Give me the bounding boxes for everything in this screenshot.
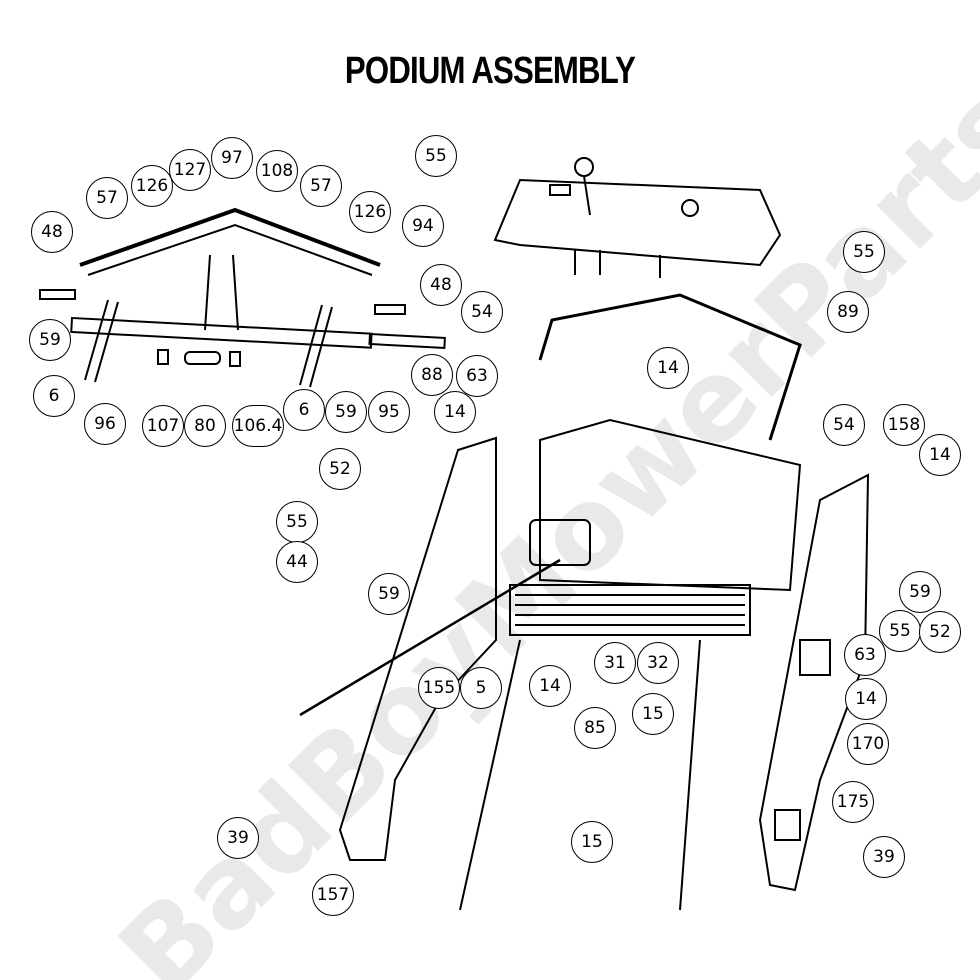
left-side-panel <box>338 436 497 861</box>
callout-88: 88 <box>411 354 453 396</box>
callout-55: 55 <box>276 501 318 543</box>
callout-63: 63 <box>844 634 886 676</box>
callout-31: 31 <box>594 642 636 684</box>
callout-158: 158 <box>883 404 925 446</box>
callout-39: 39 <box>863 836 905 878</box>
callout-57: 57 <box>86 177 128 219</box>
callout-107: 107 <box>142 405 184 447</box>
callout-14: 14 <box>919 434 961 476</box>
callout-14: 14 <box>434 391 476 433</box>
callout-127: 127 <box>169 149 211 191</box>
callout-126: 126 <box>131 165 173 207</box>
callout-94: 94 <box>402 205 444 247</box>
callout-155: 155 <box>418 667 460 709</box>
callout-6: 6 <box>283 389 325 431</box>
callout-108: 108 <box>256 150 298 192</box>
console-plate <box>493 157 782 278</box>
callout-59: 59 <box>899 571 941 613</box>
page-title: PODIUM ASSEMBLY <box>344 50 636 92</box>
callout-89: 89 <box>827 291 869 333</box>
callout-55: 55 <box>879 610 921 652</box>
callout-170: 170 <box>847 723 889 765</box>
podium-frame <box>299 418 802 717</box>
callout-106-4: 106.4 <box>232 405 284 447</box>
callout-52: 52 <box>919 611 961 653</box>
callout-157: 157 <box>312 874 354 916</box>
bail-handle <box>538 293 802 441</box>
callout-14: 14 <box>529 665 571 707</box>
decal-170 <box>799 639 831 676</box>
callout-59: 59 <box>29 319 71 361</box>
decal-175 <box>774 809 801 841</box>
callout-96: 96 <box>84 403 126 445</box>
callout-39: 39 <box>217 817 259 859</box>
callout-55: 55 <box>843 231 885 273</box>
callout-59: 59 <box>325 391 367 433</box>
callout-15: 15 <box>632 693 674 735</box>
callout-14: 14 <box>647 347 689 389</box>
callout-48: 48 <box>31 211 73 253</box>
callout-44: 44 <box>276 541 318 583</box>
callout-175: 175 <box>832 781 874 823</box>
callout-85: 85 <box>574 707 616 749</box>
callout-5: 5 <box>460 667 502 709</box>
callout-80: 80 <box>184 405 226 447</box>
control-bar-assembly <box>39 207 446 388</box>
callout-59: 59 <box>368 573 410 615</box>
callout-6: 6 <box>33 375 75 417</box>
callout-54: 54 <box>461 291 503 333</box>
callout-55: 55 <box>415 135 457 177</box>
callout-14: 14 <box>845 678 887 720</box>
callout-15: 15 <box>571 821 613 863</box>
right-side-panel <box>758 473 870 892</box>
podium-legs <box>459 639 701 911</box>
callout-48: 48 <box>420 264 462 306</box>
callout-32: 32 <box>637 642 679 684</box>
callout-95: 95 <box>368 391 410 433</box>
callout-126: 126 <box>349 191 391 233</box>
callout-57: 57 <box>300 165 342 207</box>
callout-52: 52 <box>319 448 361 490</box>
callout-97: 97 <box>211 137 253 179</box>
callout-63: 63 <box>456 355 498 397</box>
callout-54: 54 <box>823 404 865 446</box>
